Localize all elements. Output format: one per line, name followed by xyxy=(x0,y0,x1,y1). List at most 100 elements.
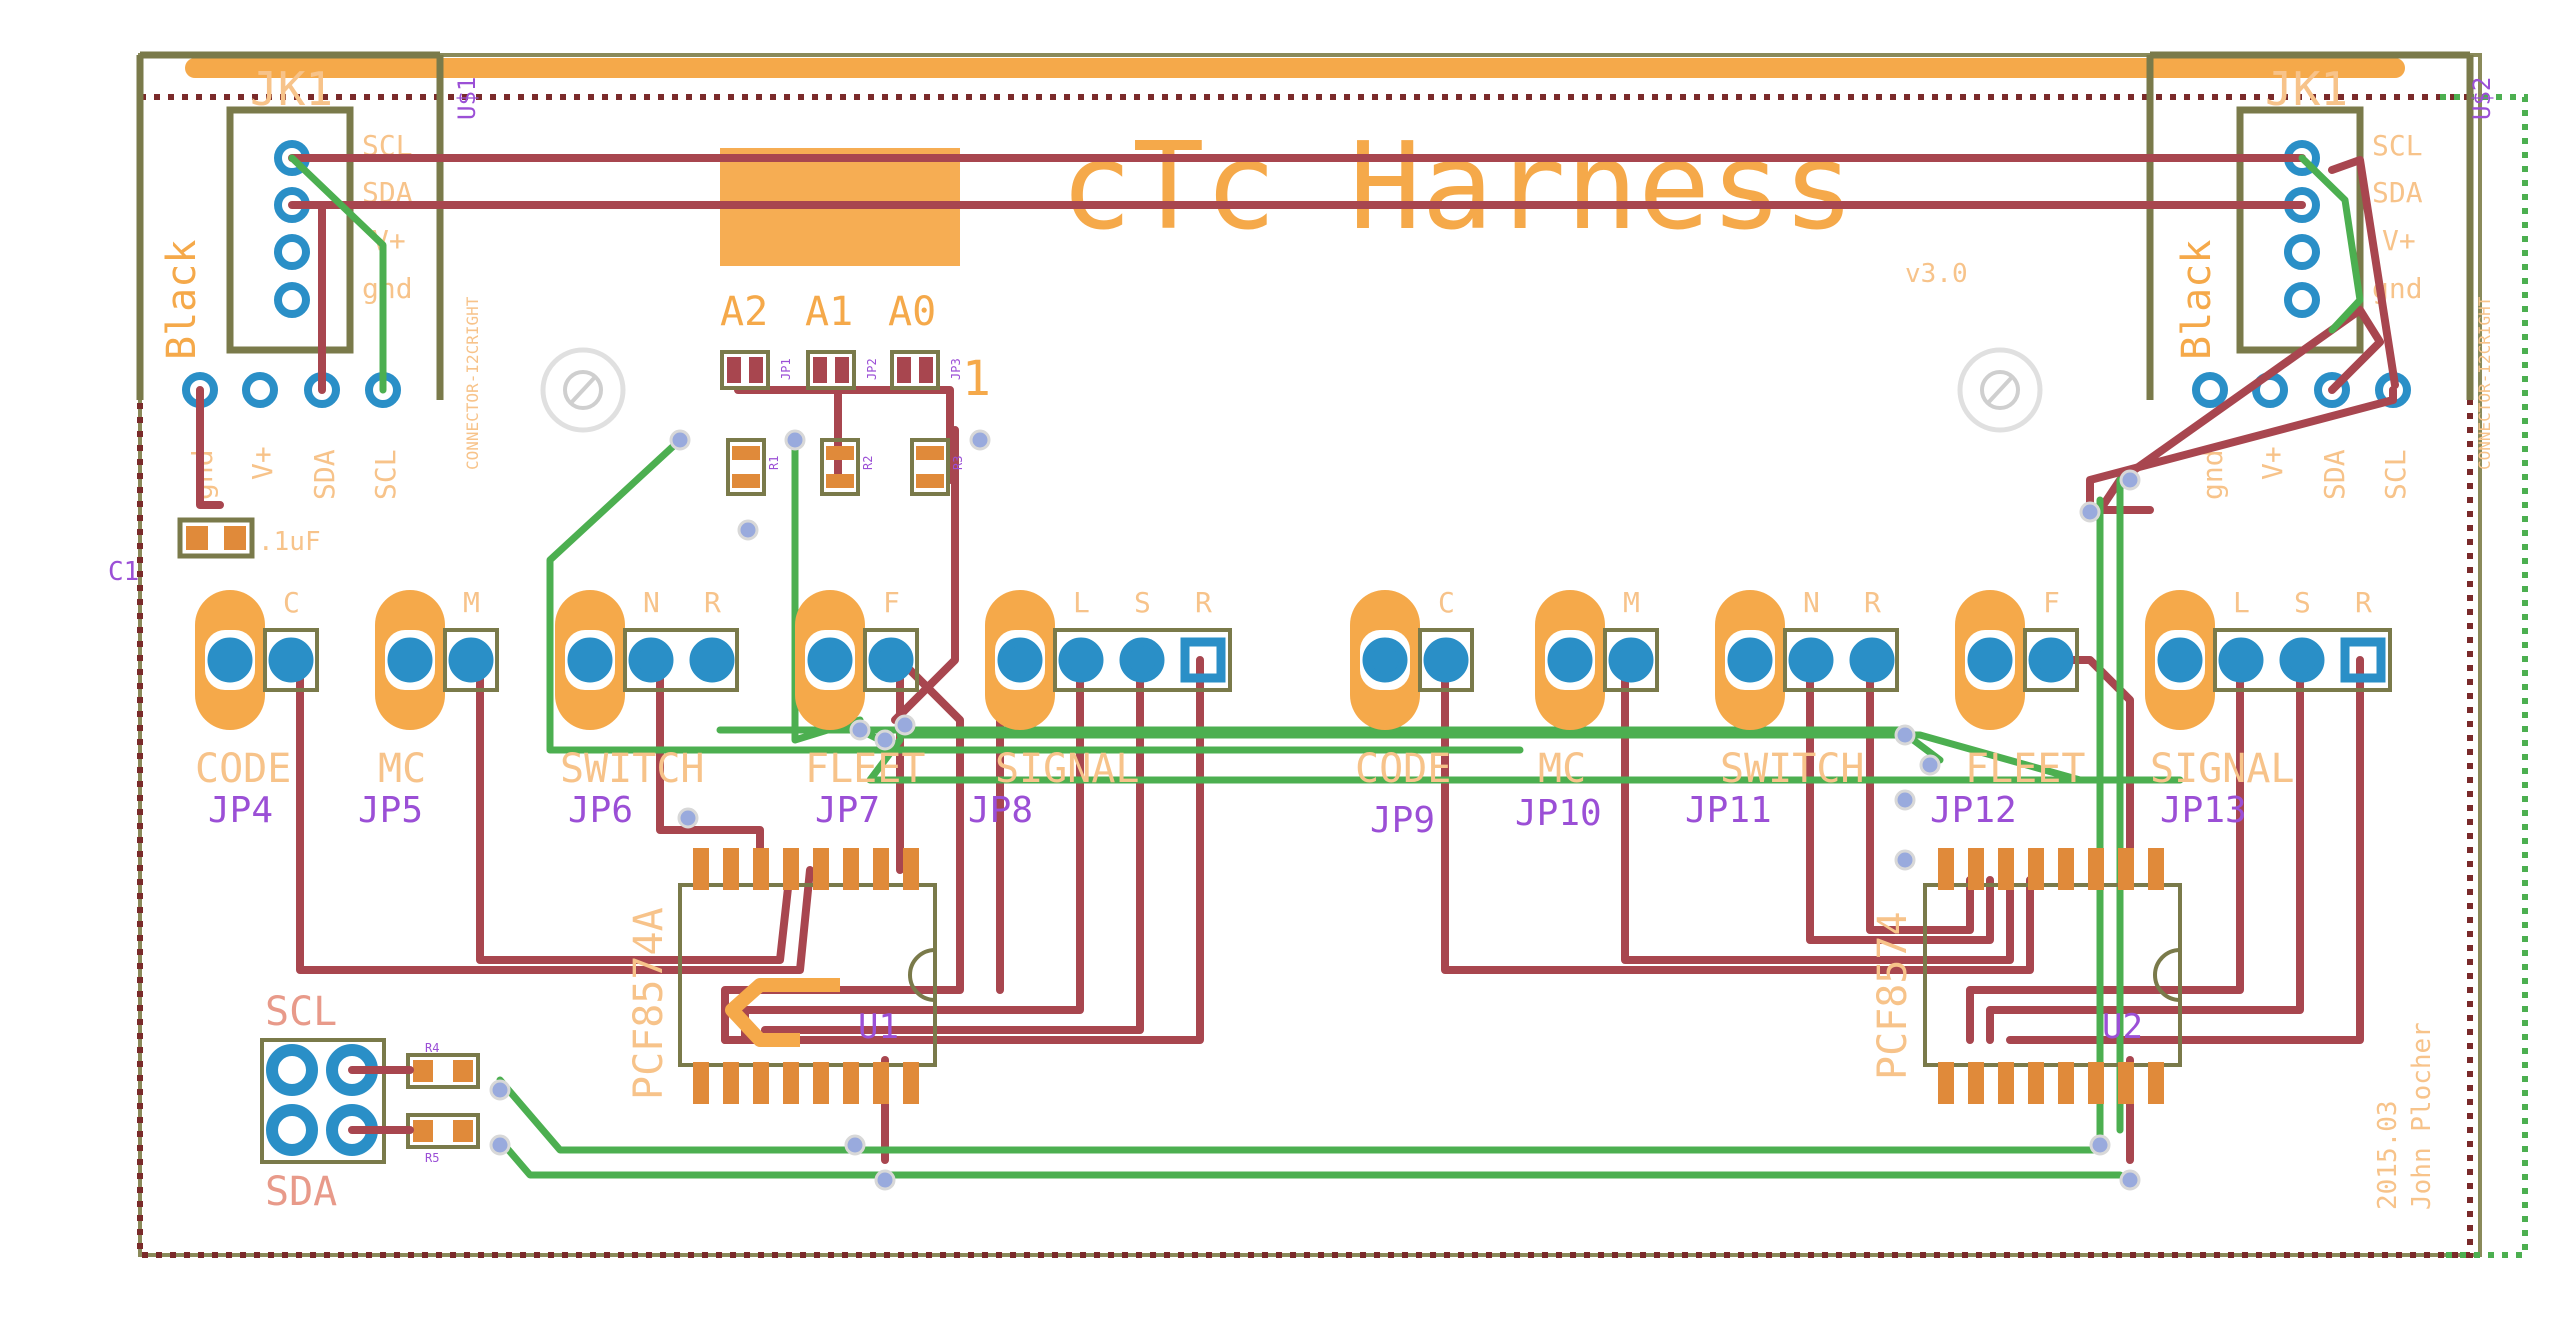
jp10-label: MC xyxy=(1538,746,1586,792)
jp8-label: SIGNAL xyxy=(995,746,1140,792)
i2c-resistor-r4: R4 xyxy=(425,1041,439,1055)
pad xyxy=(997,637,1043,683)
pad xyxy=(2157,637,2203,683)
jp5-pin-m: M xyxy=(463,586,480,619)
left-bottom-pin-scl: SCL xyxy=(369,449,402,500)
i2c-header-sda-label: SDA xyxy=(265,1169,337,1215)
jumper-ref-jp3: JP3 xyxy=(949,358,963,380)
jp7-pin-f: F xyxy=(883,586,900,619)
pad xyxy=(1849,637,1895,683)
jp4-pin-c: C xyxy=(283,586,300,619)
left-connector-pin-gnd: gnd xyxy=(362,272,413,305)
left-connector-ref: JK1 xyxy=(250,62,333,116)
right-bottom-pin-scl: SCL xyxy=(2379,449,2412,500)
pad xyxy=(2284,282,2320,318)
jp9-label: CODE xyxy=(1355,746,1451,792)
right-connector-package: CONNECTOR-I2CRIGHT xyxy=(2475,296,2494,470)
jumper-pin1-mark: 1 xyxy=(962,351,991,407)
mounting-hole-left xyxy=(540,347,626,433)
pad xyxy=(628,637,674,683)
jp7-ref: JP7 xyxy=(815,790,880,831)
pad xyxy=(1058,637,1104,683)
right-connector-pin-scl: SCL xyxy=(2372,129,2423,162)
pad xyxy=(2284,234,2320,270)
i2c-header-scl-label: SCL xyxy=(265,989,337,1035)
pad xyxy=(1547,637,1593,683)
pad xyxy=(1788,637,1834,683)
jp11-pin-r: R xyxy=(1864,586,1881,619)
pad xyxy=(274,282,310,318)
board-date: 2015.03 xyxy=(2373,1100,2403,1210)
jp11-pin-n: N xyxy=(1803,586,1820,619)
jp13-pin-l: L xyxy=(2233,586,2250,619)
chip-u1-ref: U1 xyxy=(858,1007,899,1047)
jp12-label: FLEET xyxy=(1965,746,2085,792)
address-jumpers: A2 A1 A0 1 JP1 JP2 JP3 R1 R2 R3 xyxy=(720,289,991,496)
jp6-pin-r: R xyxy=(704,586,721,619)
pad xyxy=(807,637,853,683)
board-title: cTc Harness xyxy=(1060,118,1855,257)
jp13-label: SIGNAL xyxy=(2150,746,2295,792)
right-connector-pin-vplus: V+ xyxy=(2382,224,2416,257)
mounting-hole-right xyxy=(1957,347,2043,433)
right-bottom-pin-vplus: V+ xyxy=(2256,446,2289,480)
jp11-label: SWITCH xyxy=(1720,746,1865,792)
vias xyxy=(489,429,2141,1191)
pad xyxy=(1608,637,1654,683)
jp5-label: MC xyxy=(378,746,426,792)
pad xyxy=(1362,637,1408,683)
capacitor-value: .1uF xyxy=(258,527,321,557)
jp6-label: SWITCH xyxy=(560,746,705,792)
jp11-ref: JP11 xyxy=(1685,790,1772,831)
pad xyxy=(2314,372,2350,408)
pad xyxy=(266,1104,318,1156)
jp6-pin-n: N xyxy=(643,586,660,619)
jp8-pin-r: R xyxy=(1195,586,1212,619)
jp10-ref: JP10 xyxy=(1515,793,1602,834)
jp8-ref: JP8 xyxy=(968,790,1033,831)
jp12-pin-f: F xyxy=(2043,586,2060,619)
right-connector-ref: JK1 xyxy=(2265,62,2348,116)
pad xyxy=(2192,372,2228,408)
left-bottom-pin-sda: SDA xyxy=(308,449,341,500)
jumper-label-a0: A0 xyxy=(888,289,936,335)
chip-u1-part: PCF8574A xyxy=(626,907,672,1100)
copper-bottom-traces xyxy=(288,154,2364,1179)
left-i2c-connector: JK1 U$1 CONNECTOR-I2CRIGHT SCL SDA V+ gn… xyxy=(136,51,482,500)
jp6-ref: JP6 xyxy=(568,790,633,831)
capacitor-c1: .1uF C1 xyxy=(108,517,321,587)
jp5-ref: JP5 xyxy=(358,790,423,831)
resistor-ref-r3: R3 xyxy=(951,456,965,470)
pad xyxy=(274,234,310,270)
pad xyxy=(266,1044,318,1096)
right-connector-side-label: Black xyxy=(2174,240,2220,360)
pad xyxy=(2218,637,2264,683)
right-bottom-pin-sda: SDA xyxy=(2318,449,2351,500)
jumper-ref-jp1: JP1 xyxy=(779,358,793,380)
pad xyxy=(242,372,278,408)
chip-u1: PCF8574A U1 xyxy=(626,848,937,1104)
pad xyxy=(1119,637,1165,683)
left-connector-body xyxy=(226,106,354,354)
board-version: v3.0 xyxy=(1905,259,1968,289)
jp7-label: FLEET xyxy=(805,746,925,792)
resistor-ref-r2: R2 xyxy=(861,456,875,470)
copper-top-traces xyxy=(196,154,2399,1164)
chip-u2: PCF8574 U2 xyxy=(1870,848,2182,1104)
pad xyxy=(567,637,613,683)
pad xyxy=(1727,637,1773,683)
left-connector-side-label: Black xyxy=(159,240,205,360)
right-bottom-pin-gnd: gnd xyxy=(2196,449,2229,500)
keepout-dotted-green xyxy=(2440,94,2528,1258)
jp4-ref: JP4 xyxy=(208,790,273,831)
right-connector-pin-sda: SDA xyxy=(2372,176,2423,209)
jumper-label-a2: A2 xyxy=(720,289,768,335)
capacitor-ref: C1 xyxy=(108,557,139,587)
jp13-pin-s: S xyxy=(2294,586,2311,619)
pad xyxy=(2279,637,2325,683)
resistor-ref-r1: R1 xyxy=(767,456,781,470)
jp13-pin-r: R xyxy=(2355,586,2372,619)
i2c-resistor-r5: R5 xyxy=(425,1151,439,1165)
right-headers: C CODE JP9 M MC JP10 N R SWITCH JP11 F F… xyxy=(1350,586,2392,841)
board-author: John Plocher xyxy=(2407,1022,2437,1210)
